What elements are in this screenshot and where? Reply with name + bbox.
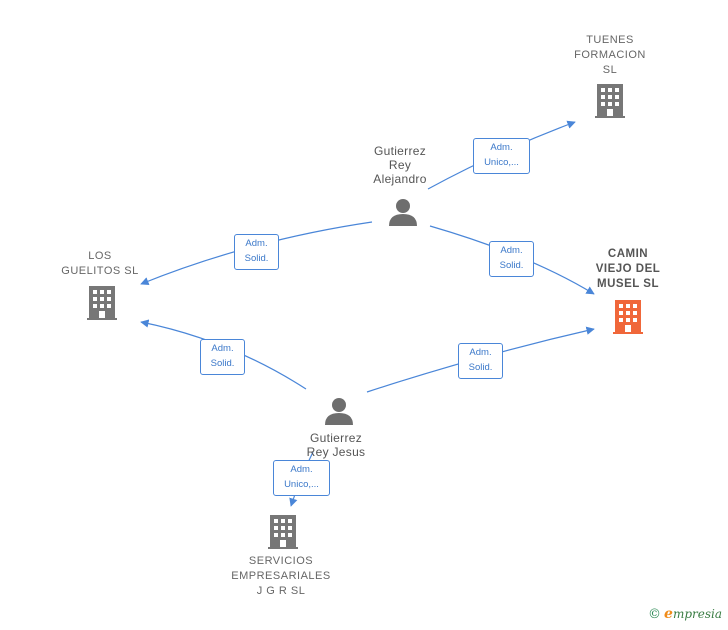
- company-label-camin[interactable]: CAMIN VIEJO DEL MUSEL SL: [595, 248, 661, 290]
- copyright-symbol: ©: [648, 607, 662, 622]
- company-label-los-guelitos[interactable]: LOS GUELITOS SL: [61, 250, 139, 277]
- building-icon: [595, 84, 625, 118]
- edge-label-alejandro-tuenes: Adm. Unico,...: [473, 138, 530, 174]
- brand-logo-initial: e: [664, 606, 673, 622]
- person-label-gutierrez-alejandro[interactable]: Gutierrez Rey Alejandro: [373, 144, 427, 186]
- edge-label-alejandro-guelitos: Adm. Solid.: [234, 234, 279, 270]
- person-icon: [325, 398, 353, 425]
- building-icon: [268, 515, 298, 549]
- person-label-gutierrez-jesus[interactable]: Gutierrez Rey Jesus: [306, 431, 366, 459]
- brand-watermark: ©empresia: [648, 606, 722, 622]
- company-label-servicios[interactable]: SERVICIOS EMPRESARIALES J G R SL: [231, 555, 331, 597]
- brand-logo-text: mpresia: [672, 607, 722, 621]
- edge-label-jesus-servicios: Adm. Unico,...: [273, 460, 330, 496]
- building-icon: [87, 286, 117, 320]
- company-label-tuenes[interactable]: TUENES FORMACION SL: [574, 34, 646, 76]
- person-icon: [389, 199, 417, 226]
- edge-label-jesus-guelitos: Adm. Solid.: [200, 339, 245, 375]
- building-icon-highlighted: [613, 300, 643, 334]
- edge-label-jesus-camin: Adm. Solid.: [458, 343, 503, 379]
- edge-label-alejandro-camin: Adm. Solid.: [489, 241, 534, 277]
